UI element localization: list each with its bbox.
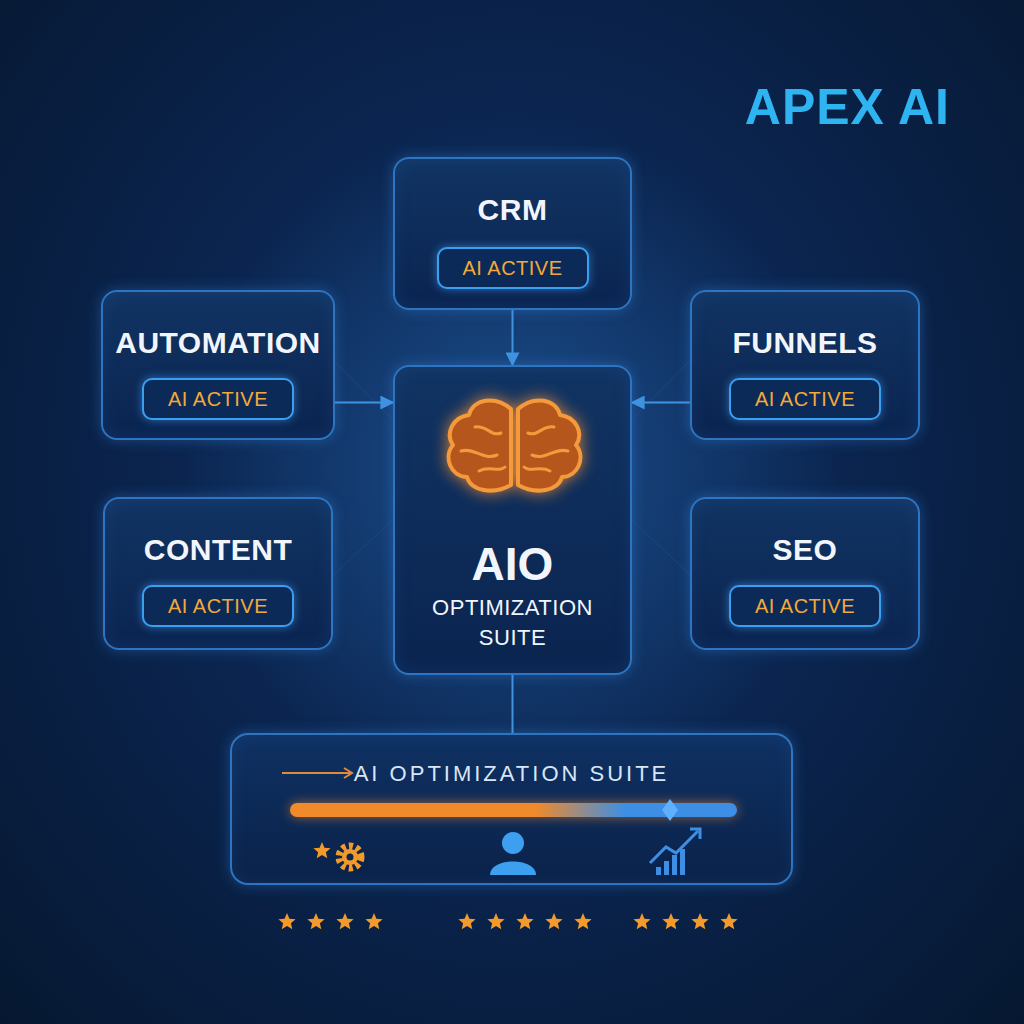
status-badge: AI ACTIVE bbox=[729, 585, 881, 627]
module-box: FUNNELS AI ACTIVE bbox=[690, 290, 920, 440]
panel-heading: AI OPTIMIZATION SUITE bbox=[354, 761, 670, 787]
hub-subtitle: OPTIMIZATION SUITE bbox=[413, 593, 613, 653]
status-badge: AI ACTIVE bbox=[729, 378, 881, 420]
module-box: CONTENT AI ACTIVE bbox=[103, 497, 333, 650]
status-badge: AI ACTIVE bbox=[142, 378, 294, 420]
suite-panel: AI OPTIMIZATION SUITE bbox=[230, 733, 793, 885]
connector-arrow bbox=[512, 310, 514, 365]
status-label: AI ACTIVE bbox=[168, 388, 268, 411]
brand-title: APEX AI bbox=[745, 78, 950, 136]
center-glow bbox=[182, 140, 842, 800]
status-label: AI ACTIVE bbox=[755, 388, 855, 411]
box-heading: CONTENT bbox=[144, 533, 293, 567]
box-heading: SEO bbox=[773, 533, 838, 567]
box-heading: AUTOMATION bbox=[115, 326, 321, 360]
status-label: AI ACTIVE bbox=[755, 595, 855, 618]
module-box: CRM AI ACTIVE bbox=[393, 157, 632, 310]
connector-arrow bbox=[335, 402, 393, 404]
box-heading: CRM bbox=[478, 193, 548, 227]
box-heading: FUNNELS bbox=[732, 326, 877, 360]
status-label: AI ACTIVE bbox=[462, 257, 562, 280]
module-box: SEO AI ACTIVE bbox=[690, 497, 920, 650]
status-label: AI ACTIVE bbox=[168, 595, 268, 618]
brain-icon bbox=[395, 367, 634, 527]
connector-arrow bbox=[512, 675, 514, 733]
core-hub-box: AIOOPTIMIZATION SUITE bbox=[393, 365, 632, 675]
status-badge: AI ACTIVE bbox=[142, 585, 294, 627]
connector-arrow bbox=[632, 402, 690, 404]
status-badge: AI ACTIVE bbox=[437, 247, 589, 289]
module-box: AUTOMATION AI ACTIVE bbox=[101, 290, 335, 440]
box-heading: AIO bbox=[472, 537, 554, 591]
